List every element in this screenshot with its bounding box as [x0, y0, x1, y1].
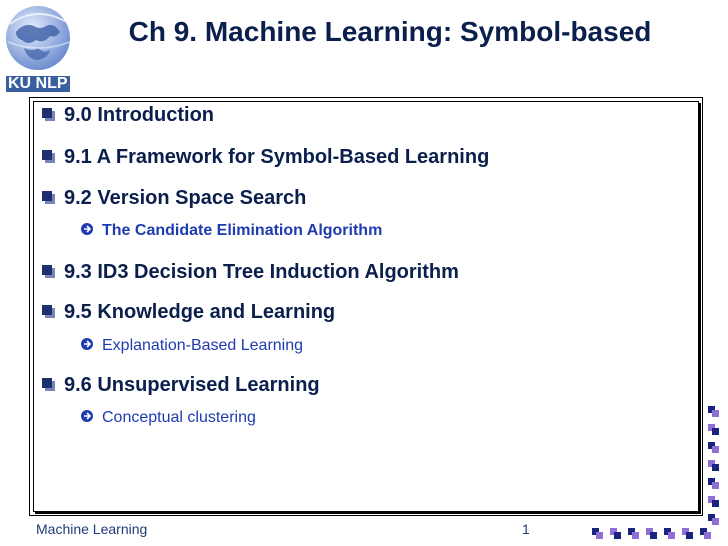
decorative-square	[596, 532, 603, 539]
outline-item: 9.0 Introduction	[42, 103, 214, 127]
decorative-square	[708, 460, 715, 467]
content-frame-inner	[33, 101, 699, 512]
decorative-square	[708, 478, 715, 485]
decorative-square	[704, 532, 711, 539]
square-bullet-icon	[42, 108, 55, 121]
decorative-square	[646, 528, 653, 535]
decorative-square	[682, 528, 689, 535]
outline-subitem-label: Explanation-Based Learning	[102, 337, 304, 354]
decorative-square	[712, 446, 719, 453]
logo: KU NLP	[2, 2, 78, 92]
decorative-square	[686, 532, 693, 539]
square-bullet-icon	[42, 305, 55, 318]
decorative-square	[632, 532, 639, 539]
decorative-square	[628, 528, 635, 535]
square-bullet-icon	[42, 191, 55, 204]
decorative-square	[708, 496, 715, 503]
decorative-square	[712, 410, 719, 417]
slide-title: Ch 9. Machine Learning: Symbol-based	[128, 16, 652, 47]
footer-title: Machine Learning	[36, 521, 148, 537]
decorative-square	[708, 406, 715, 413]
outline-item-label: 9.3 ID3 Decision Tree Induction Algorith…	[64, 261, 459, 283]
square-bullet-icon	[42, 265, 55, 278]
outline-item: 9.1 A Framework for Symbol-Based Learnin…	[42, 145, 489, 169]
outline-subitem: The Candidate Elimination Algorithm	[80, 221, 382, 241]
decorative-square	[708, 442, 715, 449]
outline-item-label: 9.6 Unsupervised Learning	[64, 374, 320, 396]
page-number: 1	[522, 521, 530, 537]
decorative-square	[712, 464, 719, 471]
outline-item: 9.3 ID3 Decision Tree Induction Algorith…	[42, 260, 459, 284]
decorative-square	[712, 482, 719, 489]
outline-item-label: 9.0 Introduction	[64, 104, 214, 126]
decorative-square	[712, 428, 719, 435]
outline-item-label: 9.2 Version Space Search	[64, 187, 307, 209]
decorative-square	[712, 518, 719, 525]
outline-item-label: 9.5 Knowledge and Learning	[64, 301, 336, 323]
logo-text: KU NLP	[6, 75, 70, 92]
circle-arrow-icon	[81, 223, 93, 235]
decorative-square	[650, 532, 657, 539]
decorative-square	[700, 528, 707, 535]
decorative-square	[708, 514, 715, 521]
outline-subitem: Explanation-Based Learning	[80, 336, 303, 356]
decorative-square	[708, 424, 715, 431]
outline-subitem: Conceptual clustering	[80, 408, 256, 428]
outline-subitem-label: Conceptual clustering	[102, 409, 256, 426]
outline-item: 9.2 Version Space Search	[42, 186, 306, 210]
square-bullet-icon	[42, 378, 55, 391]
content-frame-outer	[29, 97, 703, 516]
decorative-square	[610, 528, 617, 535]
decorative-square	[664, 528, 671, 535]
outline-item: 9.6 Unsupervised Learning	[42, 373, 320, 397]
globe-icon	[6, 6, 71, 70]
decorative-square	[668, 532, 675, 539]
decorative-square	[592, 528, 599, 535]
square-bullet-icon	[42, 150, 55, 163]
circle-arrow-icon	[81, 410, 93, 422]
outline-item-label: 9.1 A Framework for Symbol-Based Learnin…	[64, 146, 490, 168]
outline-subitem-label: The Candidate Elimination Algorithm	[102, 222, 383, 239]
decorative-square	[712, 500, 719, 507]
decorative-square	[614, 532, 621, 539]
outline-item: 9.5 Knowledge and Learning	[42, 300, 335, 324]
circle-arrow-icon	[81, 338, 93, 350]
